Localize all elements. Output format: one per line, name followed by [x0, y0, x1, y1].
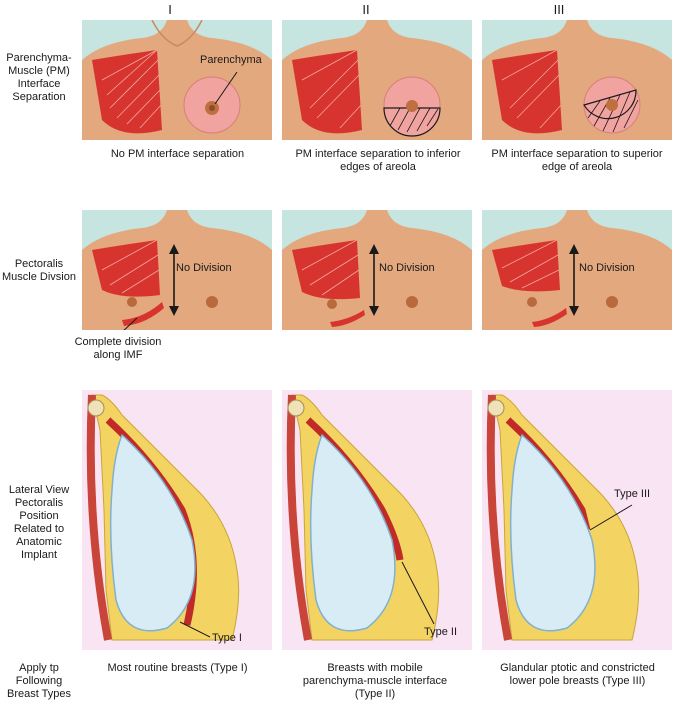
row-label-lateral-view: Lateral View Pectoralis Position Related…	[0, 484, 78, 562]
caption-pm-2: PM interface separation to inferior edge…	[282, 148, 474, 174]
row-label-muscle-division: Pectoralis Muscle Divsion	[0, 258, 78, 284]
breast-type-caption-3: Glandular ptotic and constricted lower p…	[500, 662, 655, 688]
column-header-2: II	[346, 2, 386, 17]
frontal-illustration-pm-1	[82, 20, 272, 140]
lateral-view-type-2	[282, 390, 472, 650]
type-3-label: Type III	[614, 488, 650, 501]
type-2-label: Type II	[424, 626, 457, 639]
complete-division-label: Complete division along IMF	[70, 336, 166, 362]
breast-type-caption-1: Most routine breasts (Type I)	[90, 662, 265, 675]
frontal-illustration-division-3	[482, 210, 672, 330]
no-division-label-3: No Division	[579, 262, 635, 275]
breast-type-caption-2: Breasts with mobile parenchyma-muscle in…	[300, 662, 450, 701]
frontal-illustration-division-2	[282, 210, 472, 330]
row-label-pm-interface: Parenchyma-Muscle (PM) Interface Separat…	[0, 52, 78, 104]
type-1-label: Type I	[212, 632, 242, 645]
frontal-illustration-pm-2	[282, 20, 472, 140]
parenchyma-label: Parenchyma	[200, 54, 262, 67]
row-label-breast-types: Apply tp Following Breast Types	[0, 662, 78, 701]
caption-pm-1: No PM interface separation	[90, 148, 265, 161]
lateral-view-type-3	[482, 390, 672, 650]
no-division-label-2: No Division	[379, 262, 435, 275]
column-header-1: I	[150, 2, 190, 17]
caption-pm-3: PM interface separation to superior edge…	[482, 148, 672, 174]
frontal-illustration-pm-3	[482, 20, 672, 140]
column-header-3: III	[539, 2, 579, 17]
no-division-label-1: No Division	[176, 262, 232, 275]
lateral-view-type-1	[82, 390, 272, 650]
